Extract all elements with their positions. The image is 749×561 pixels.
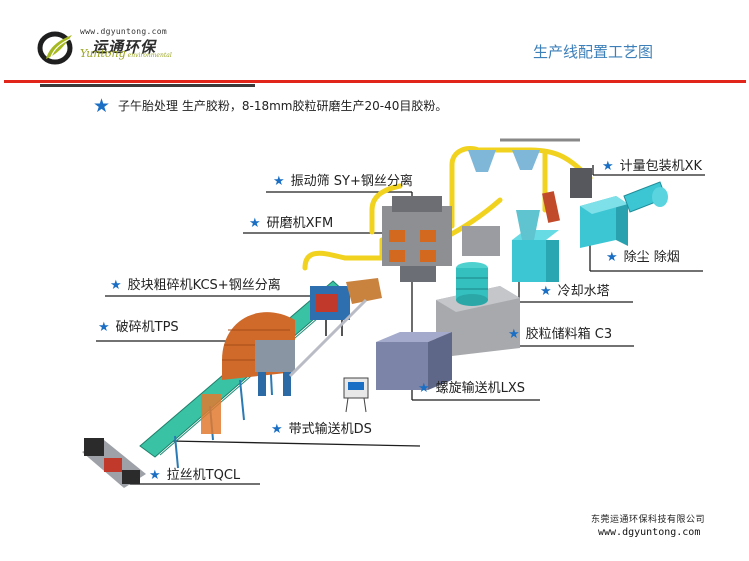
star-icon: ★ <box>418 381 430 396</box>
control-panel-art <box>343 377 369 413</box>
label-crusher-text: 破碎机TPS <box>115 320 179 335</box>
label-coarse-crusher-text: 胶块粗碎机KCS+钢丝分离 <box>127 278 281 293</box>
crusher-art <box>222 312 295 396</box>
yuntong-logo-icon <box>37 31 73 65</box>
label-wire-puller-text: 拉丝机TQCL <box>166 468 241 483</box>
cooling-tower-art <box>512 191 560 282</box>
star-icon: ★ <box>249 216 261 231</box>
star-icon: ★ <box>273 174 285 189</box>
label-vibrating-screen: ★ 振动筛 SY+钢丝分离 <box>273 174 413 190</box>
grinder-art <box>382 196 500 282</box>
label-storage-box-text: 胶粒储料箱 C3 <box>525 327 613 342</box>
packaging-art <box>570 168 668 248</box>
label-storage-box: ★ 胶粒储料箱 C3 <box>508 327 612 343</box>
screw-conveyor-art <box>288 298 452 390</box>
wire-puller-art <box>82 438 146 488</box>
label-vibrating-screen-text: 振动筛 SY+钢丝分离 <box>290 174 413 189</box>
label-belt-conveyor: ★ 带式输送机DS <box>271 422 372 438</box>
star-icon: ★ <box>606 250 618 265</box>
label-cooling-tower: ★ 冷却水塔 <box>540 284 610 300</box>
label-packaging-text: 计量包装机XK <box>619 159 703 174</box>
coarse-crusher-art <box>310 278 382 336</box>
label-cooling-tower-text: 冷却水塔 <box>557 284 610 299</box>
header-divider-dark <box>40 84 255 87</box>
label-belt-conveyor-text: 带式输送机DS <box>288 422 372 437</box>
label-screw-conveyor-text: 螺旋输送机LXS <box>435 381 526 396</box>
star-icon: ★ <box>540 284 552 299</box>
label-grinder: ★ 研磨机XFM <box>249 216 333 232</box>
storage-box-art <box>436 262 520 356</box>
page-title: 生产线配置工艺图 <box>533 43 654 61</box>
star-icon: ★ <box>93 95 111 117</box>
intro-line: ★ 子午胎处理 生产胶粉，8-18mm胶粒研磨生产20-40目胶粉。 <box>93 95 447 117</box>
label-grinder-text: 研磨机XFM <box>266 216 334 231</box>
logo-en-small: environmental <box>127 52 172 59</box>
label-packaging: ★ 计量包装机XK <box>602 159 702 175</box>
star-icon: ★ <box>602 159 614 174</box>
star-icon: ★ <box>98 320 110 335</box>
header-divider-red <box>4 80 746 83</box>
star-icon: ★ <box>508 327 520 342</box>
footer-company: 东莞运通环保科技有限公司 <box>591 515 706 525</box>
label-screw-conveyor: ★ 螺旋输送机LXS <box>418 381 525 397</box>
star-icon: ★ <box>271 422 283 437</box>
logo-cn-text: 运通环保 <box>92 38 157 56</box>
logo-en-name: Yuntong <box>80 47 126 60</box>
cyclone-art <box>468 138 580 240</box>
intro-text: 子午胎处理 生产胶粉，8-18mm胶粒研磨生产20-40目胶粉。 <box>118 99 448 113</box>
label-wire-puller: ★ 拉丝机TQCL <box>149 468 240 484</box>
star-icon: ★ <box>149 468 161 483</box>
label-crusher: ★ 破碎机TPS <box>98 320 179 336</box>
star-icon: ★ <box>110 278 122 293</box>
label-dust-removal: ★ 除尘 除烟 <box>606 250 680 266</box>
leader-belt-conveyor <box>169 440 421 447</box>
logo-url: www.dgyuntong.com <box>80 27 167 36</box>
label-coarse-crusher: ★ 胶块粗碎机KCS+钢丝分离 <box>110 278 281 294</box>
footer-url[interactable]: www.dgyuntong.com <box>598 527 701 538</box>
label-dust-removal-text: 除尘 除烟 <box>623 250 680 265</box>
